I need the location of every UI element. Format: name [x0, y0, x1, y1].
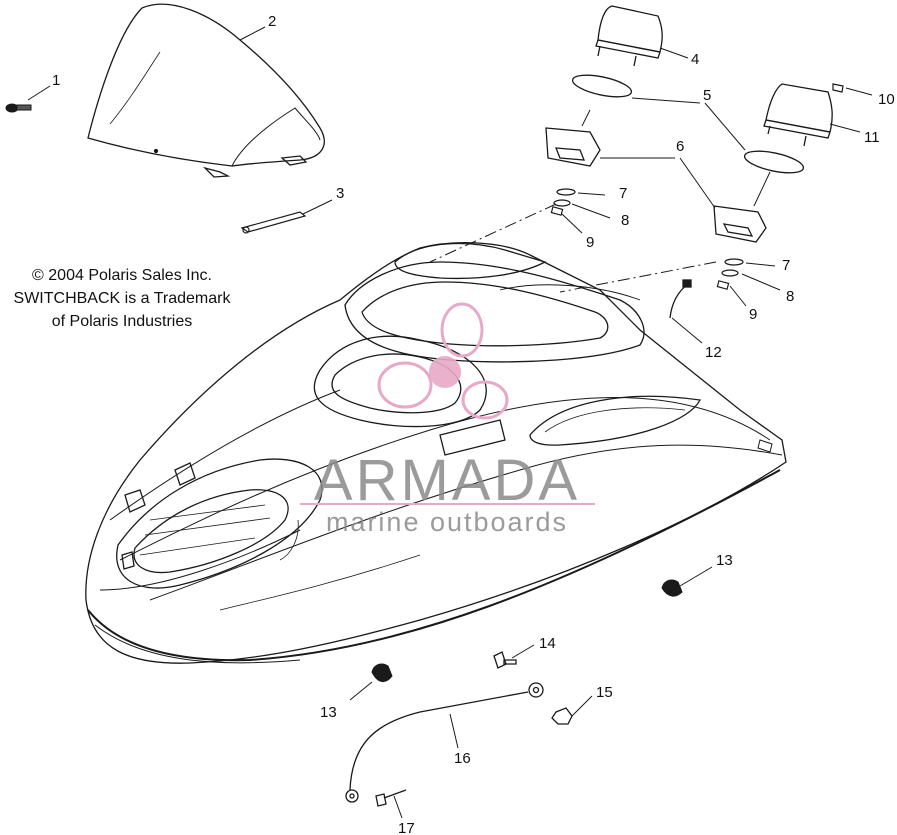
watermark-hub	[429, 356, 461, 388]
parts-7-8-9-right	[716, 258, 744, 290]
callout-17: 17	[398, 820, 415, 835]
part-5-gasket-left	[571, 74, 633, 98]
callout-15: 15	[596, 684, 613, 701]
callout-9b: 9	[749, 306, 757, 323]
part-3-bracket	[240, 211, 307, 234]
callout-7a: 7	[619, 185, 627, 202]
part-2-windshield	[87, 3, 325, 178]
callout-4: 4	[691, 51, 699, 68]
parts-7-8-9-left	[550, 188, 576, 216]
callout-7b: 7	[782, 257, 790, 274]
callout-12: 12	[705, 344, 722, 361]
hood-body	[85, 242, 787, 664]
callout-11: 11	[864, 129, 880, 146]
part-10-screw	[832, 83, 844, 93]
part-4-gauge-housing	[595, 5, 663, 67]
callout-9a: 9	[586, 234, 594, 251]
watermark-tagline: marine outboards	[326, 507, 568, 537]
callout-1: 1	[52, 72, 60, 89]
part-15-nut	[551, 707, 573, 725]
leader-lines	[27, 26, 873, 819]
callout-8b: 8	[786, 288, 794, 305]
part-1-rivet	[5, 103, 32, 113]
part-6-bezel-right	[713, 205, 767, 243]
part-11-gauge-housing	[763, 83, 833, 147]
callout-2: 2	[268, 13, 276, 30]
copyright-line-3: of Polaris Industries	[51, 313, 193, 330]
part-12-wire-tie	[669, 279, 692, 319]
callout-14: 14	[539, 635, 556, 652]
callout-10: 10	[878, 91, 895, 108]
watermark-propeller-icon	[377, 302, 509, 420]
part-6-bezel-left	[545, 127, 601, 167]
callout-8a: 8	[621, 212, 629, 229]
callout-13a: 13	[716, 552, 733, 569]
callout-6: 6	[676, 138, 684, 155]
part-16-tether-cable	[345, 682, 544, 803]
callout-16: 16	[454, 750, 471, 767]
part-14-bolt	[493, 651, 517, 669]
part-13-clip-left	[371, 663, 393, 682]
part-17-rivet	[375, 789, 407, 807]
copyright-line-2: SWITCHBACK is a Trademark	[13, 290, 231, 307]
callout-13b: 13	[320, 704, 337, 721]
callout-5: 5	[703, 87, 711, 104]
copyright-line-1: © 2004 Polaris Sales Inc.	[32, 267, 212, 284]
watermark-logo: ARMADA marine outboards	[300, 302, 595, 537]
copyright-notice: © 2004 Polaris Sales Inc. SWITCHBACK is …	[4, 264, 240, 333]
watermark-brand: ARMADA	[314, 448, 580, 513]
callout-3: 3	[336, 185, 344, 202]
part-13-clip-right	[661, 579, 683, 597]
part-5-gasket-right	[743, 150, 805, 174]
callout-labels: 1 2 3 4 5 6 7 8 9 10 11 7 8 9 12 13 13 1…	[52, 13, 895, 835]
